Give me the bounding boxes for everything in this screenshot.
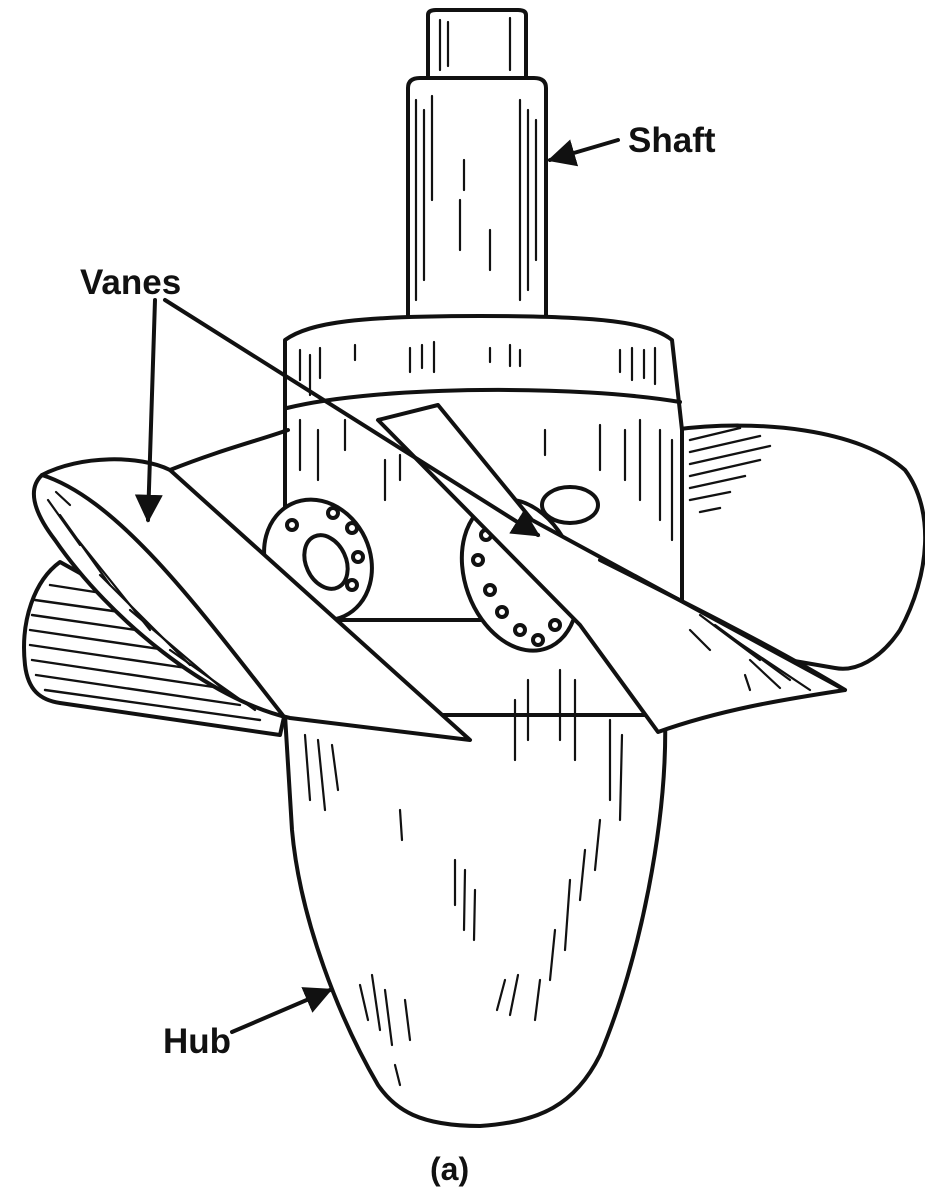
shaft-label: Shaft	[628, 123, 716, 158]
figure-caption: (a)	[430, 1153, 469, 1185]
shaft-leader-arrow	[550, 140, 618, 160]
shaft	[408, 10, 546, 318]
vanes-label: Vanes	[80, 265, 181, 300]
hub-label: Hub	[163, 1024, 231, 1059]
hub-leader-arrow	[232, 990, 330, 1032]
hub-nose	[285, 670, 665, 1126]
